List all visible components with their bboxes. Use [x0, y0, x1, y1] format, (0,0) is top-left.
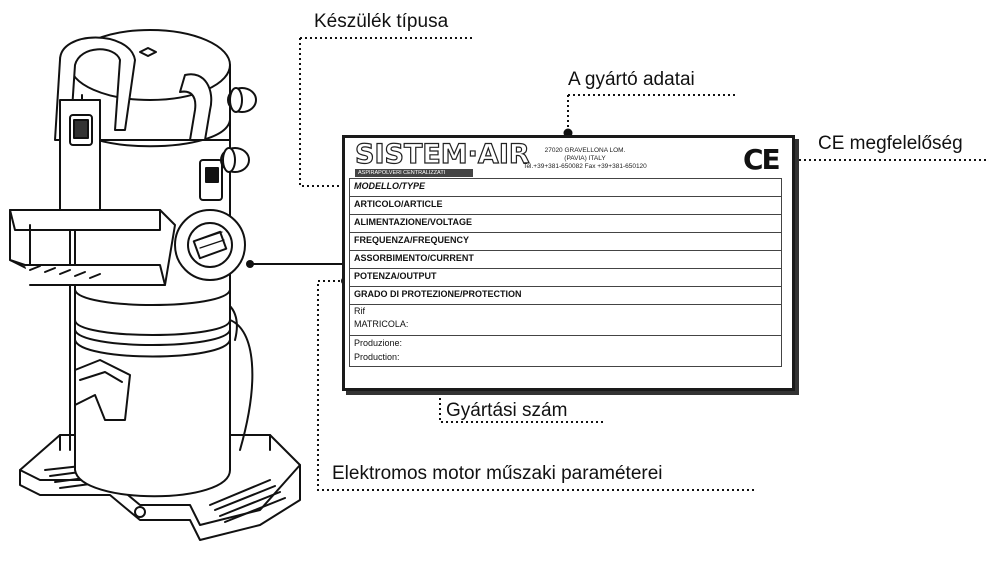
- sistemair-logo: SISTEM·AIR: [354, 139, 530, 170]
- logo-subtitle: ASPIRAPOLVERI CENTRALIZZATI: [355, 169, 473, 177]
- field-label-matricola: MATRICOLA:: [354, 319, 409, 329]
- field-row-output: POTENZA/OUTPUT: [349, 268, 782, 286]
- address-line-1: 27020 GRAVELLONA LOM.: [544, 147, 626, 154]
- callout-ce: CE megfelelőség: [818, 133, 963, 154]
- plate-fields: MODELLO/TYPE ARTICOLO/ARTICLE ALIMENTAZI…: [345, 178, 786, 367]
- field-row-model: MODELLO/TYPE: [349, 178, 782, 196]
- field-label-frequency: FREQUENZA/FREQUENCY: [354, 235, 470, 245]
- callout-serial: Gyártási szám: [446, 400, 568, 421]
- address-line-3: Tel.+39+381-650082 Fax +39+381-650120: [523, 163, 647, 170]
- field-row-article: ARTICOLO/ARTICLE: [349, 196, 782, 214]
- field-row-production: Produzione: Production:: [349, 335, 782, 367]
- field-row-protection: GRADO DI PROTEZIONE/PROTECTION: [349, 286, 782, 304]
- field-label-produzione: Produzione:: [354, 338, 403, 348]
- field-row-voltage: ALIMENTAZIONE/VOLTAGE: [349, 214, 782, 232]
- callout-manufacturer: A gyártó adatai: [568, 69, 695, 90]
- field-label-article: ARTICOLO/ARTICLE: [354, 199, 443, 209]
- ce-mark: CE: [743, 143, 781, 176]
- field-label-output: POTENZA/OUTPUT: [354, 271, 437, 281]
- field-label-voltage: ALIMENTAZIONE/VOLTAGE: [354, 217, 472, 227]
- address-line-2: (PAVIA) ITALY: [564, 155, 606, 162]
- field-label-production: Production:: [354, 352, 400, 362]
- field-row-current: ASSORBIMENTO/CURRENT: [349, 250, 782, 268]
- field-label-model: MODELLO/TYPE: [354, 181, 426, 191]
- field-row-serial: Rif MATRICOLA:: [349, 304, 782, 335]
- field-label-rif: Rif: [354, 306, 365, 316]
- callout-device-type: Készülék típusa: [314, 11, 449, 32]
- manufacturer-address: 27020 GRAVELLONA LOM. (PAVIA) ITALY Tel.…: [510, 147, 660, 171]
- field-label-current: ASSORBIMENTO/CURRENT: [354, 253, 474, 263]
- field-label-protection: GRADO DI PROTEZIONE/PROTECTION: [354, 289, 522, 299]
- callout-motor: Elektromos motor műszaki paraméterei: [332, 463, 663, 484]
- rating-plate: SISTEM·AIR ASPIRAPOLVERI CENTRALIZZATI 2…: [342, 135, 795, 391]
- field-row-frequency: FREQUENZA/FREQUENCY: [349, 232, 782, 250]
